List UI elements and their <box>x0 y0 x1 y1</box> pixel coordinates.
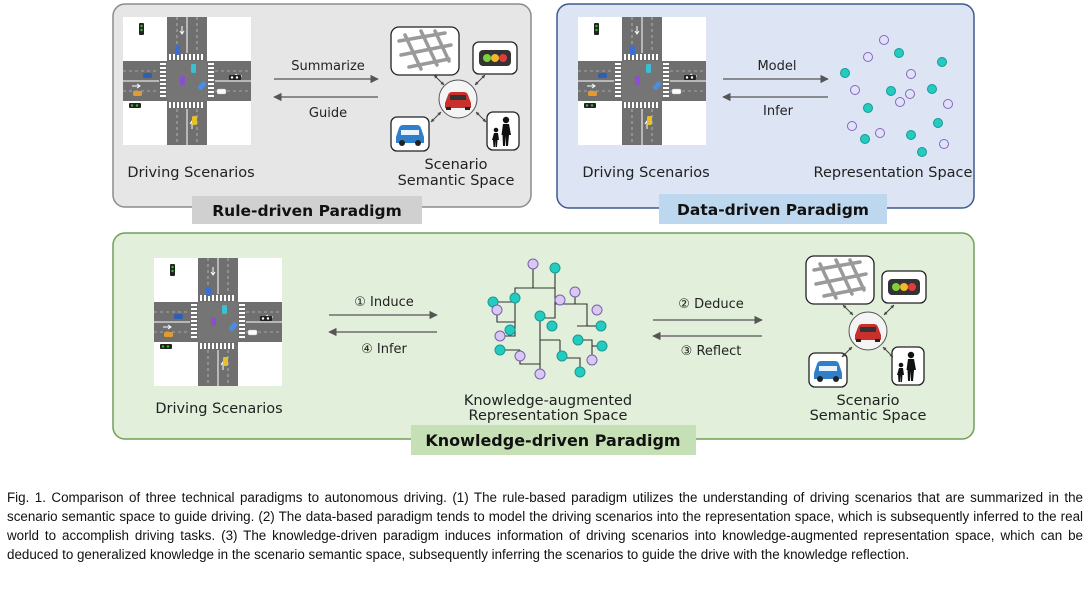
guide-label: Guide <box>309 106 347 121</box>
traffic-light-icon <box>472 41 518 75</box>
blue-car-icon <box>390 116 430 152</box>
reflect-label: ③ Reflect <box>681 344 742 359</box>
rule-right-label-1: Scenario <box>424 157 487 173</box>
data-left-label: Driving Scenarios <box>582 165 709 181</box>
intersection-icon <box>122 16 252 146</box>
knowledge-right-label-2: Semantic Space <box>810 408 927 424</box>
rule-driven-panel: Driving Scenarios Summarize Guide Scenar… <box>112 3 532 224</box>
infer-label-knowledge: ④ Infer <box>361 342 407 357</box>
knowledge-middle-label-2: Representation Space <box>469 408 628 424</box>
representation-points <box>840 35 953 157</box>
knowledge-panel-title: Knowledge-driven Paradigm <box>425 431 680 450</box>
data-driven-panel: Driving Scenarios Model Infer <box>556 3 975 224</box>
red-car-icon <box>848 311 888 351</box>
figure-caption: Fig. 1. Comparison of three technical pa… <box>7 490 1083 562</box>
road-map-icon <box>389 25 461 77</box>
pedestrian-icon <box>891 346 925 386</box>
summarize-label: Summarize <box>291 59 365 74</box>
knowledge-middle-label-1: Knowledge-augmented <box>464 393 632 409</box>
rule-right-label-2: Semantic Space <box>398 173 515 189</box>
traffic-light-icon <box>881 270 927 304</box>
deduce-label: ② Deduce <box>678 297 743 312</box>
knowledge-left-label: Driving Scenarios <box>155 401 282 417</box>
rule-left-label: Driving Scenarios <box>127 165 254 181</box>
induce-label: ① Induce <box>354 295 414 310</box>
model-label: Model <box>757 59 796 74</box>
blue-car-icon <box>808 352 848 388</box>
knowledge-driven-panel: Driving Scenarios ① Induce ④ Infer <box>112 232 975 455</box>
rule-panel-title: Rule-driven Paradigm <box>212 202 402 220</box>
data-right-label: Representation Space <box>814 165 973 181</box>
data-panel-title: Data-driven Paradigm <box>677 201 869 219</box>
road-map-icon <box>804 254 876 306</box>
pedestrian-icon <box>486 111 520 151</box>
infer-label: Infer <box>763 104 794 119</box>
intersection-icon <box>577 16 707 146</box>
paradigm-diagram: Driving Scenarios Summarize Guide Scenar… <box>112 3 975 455</box>
intersection-icon <box>153 257 283 387</box>
network-icon <box>487 258 608 380</box>
knowledge-right-label-1: Scenario <box>836 393 899 409</box>
red-car-icon <box>438 79 478 119</box>
